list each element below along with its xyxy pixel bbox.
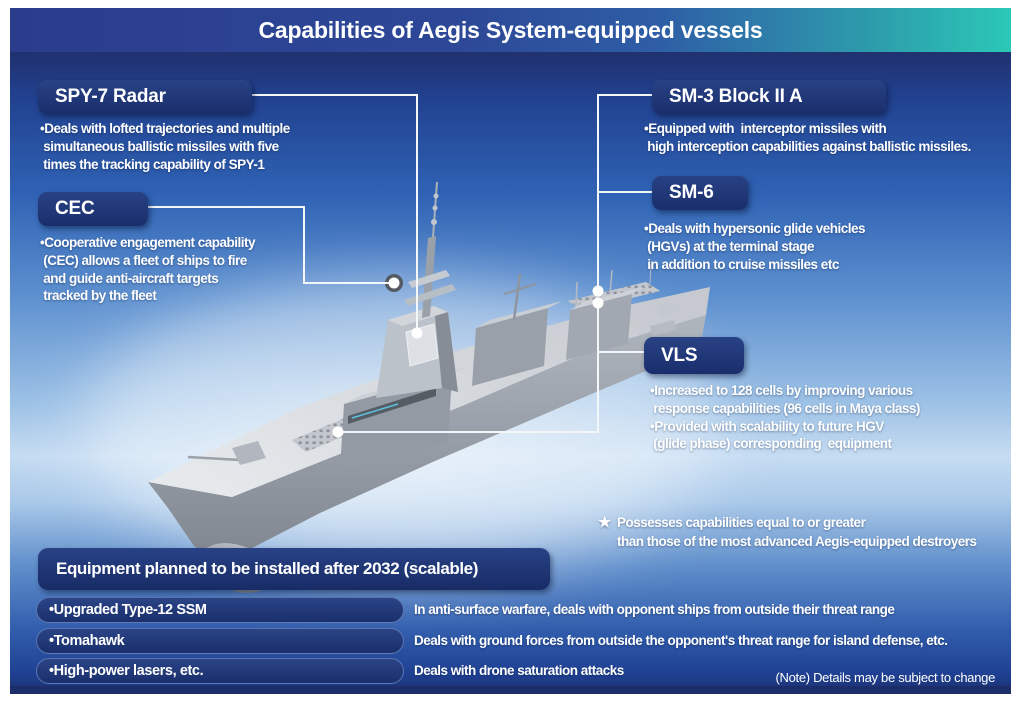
spy7-radar-panel — [405, 323, 439, 367]
dot-vls-fwd — [332, 426, 344, 438]
dot-cec — [388, 277, 400, 289]
connector-cec — [148, 206, 394, 284]
callout-spy7-body: •Deals with lofted trajectories and mult… — [40, 121, 290, 172]
connector-vls — [338, 303, 599, 433]
callout-connectors — [148, 94, 652, 433]
equipment-row-label: •Upgraded Type-12 SSM — [49, 602, 207, 618]
footnote: (Note) Details may be subject to change — [775, 670, 995, 685]
star-icon: ★ — [598, 514, 611, 531]
callout-spy7-label: SPY-7 Radar — [55, 86, 166, 107]
equipment-header-box: Equipment planned to be installed after … — [38, 548, 550, 590]
equipment-row-desc: Deals with drone saturation attacks — [414, 663, 624, 678]
callout-spy7-box: SPY-7 Radar — [38, 80, 252, 114]
title-bar: Capabilities of Aegis System-equipped ve… — [10, 8, 1011, 52]
graphic-stage: Capabilities of Aegis System-equipped ve… — [10, 8, 1011, 694]
callout-cec-box: CEC — [38, 192, 148, 226]
callout-vls-label: VLS — [661, 344, 698, 366]
equipment-row-desc: In anti-surface warfare, deals with oppo… — [414, 602, 895, 617]
ship-scene-svg — [80, 94, 720, 593]
star-note-text: Possesses capabilities equal to or great… — [616, 515, 977, 549]
equipment-row-label: •High-power lasers, etc. — [49, 663, 204, 679]
dot-vls-aft — [592, 297, 604, 309]
star-note: ★ Possesses capabilities equal to or gre… — [598, 514, 977, 552]
connector-dots — [332, 277, 604, 438]
callout-cec-body: •Cooperative engagement capability (CEC)… — [40, 235, 256, 304]
equipment-row-label: •Tomahawk — [49, 633, 125, 649]
equipment-row-pill-lasers: •High-power lasers, etc. — [36, 658, 404, 684]
connector-spy7 — [252, 94, 418, 333]
callout-vls-body: •Increased to 128 cells by improving var… — [650, 383, 920, 452]
callout-sm6-label: SM-6 — [669, 182, 714, 203]
callout-sm3-box: SM-3 Block II A — [652, 80, 886, 114]
page-title: Capabilities of Aegis System-equipped ve… — [258, 16, 763, 43]
equipment-row-desc: Deals with ground forces from outside th… — [414, 633, 948, 648]
callout-cec-label: CEC — [55, 198, 95, 219]
dot-spy7 — [411, 327, 423, 339]
dot-sm — [592, 285, 604, 297]
connector-sm3 — [597, 94, 652, 291]
bottom-edge-strip — [10, 686, 1011, 694]
callout-sm6-box: SM-6 — [652, 176, 748, 210]
equipment-row-pill-type12: •Upgraded Type-12 SSM — [36, 597, 404, 623]
callout-vls-box: VLS — [644, 337, 744, 374]
callout-sm3-label: SM-3 Block II A — [669, 86, 803, 107]
equipment-header-label: Equipment planned to be installed after … — [56, 559, 479, 578]
callout-sm6-body: •Deals with hypersonic glide vehicles (H… — [644, 221, 866, 272]
callout-sm3-body: •Equipped with interceptor missiles with… — [644, 121, 971, 154]
equipment-row-pill-tomahawk: •Tomahawk — [36, 628, 404, 654]
ship-illustration — [148, 181, 710, 593]
